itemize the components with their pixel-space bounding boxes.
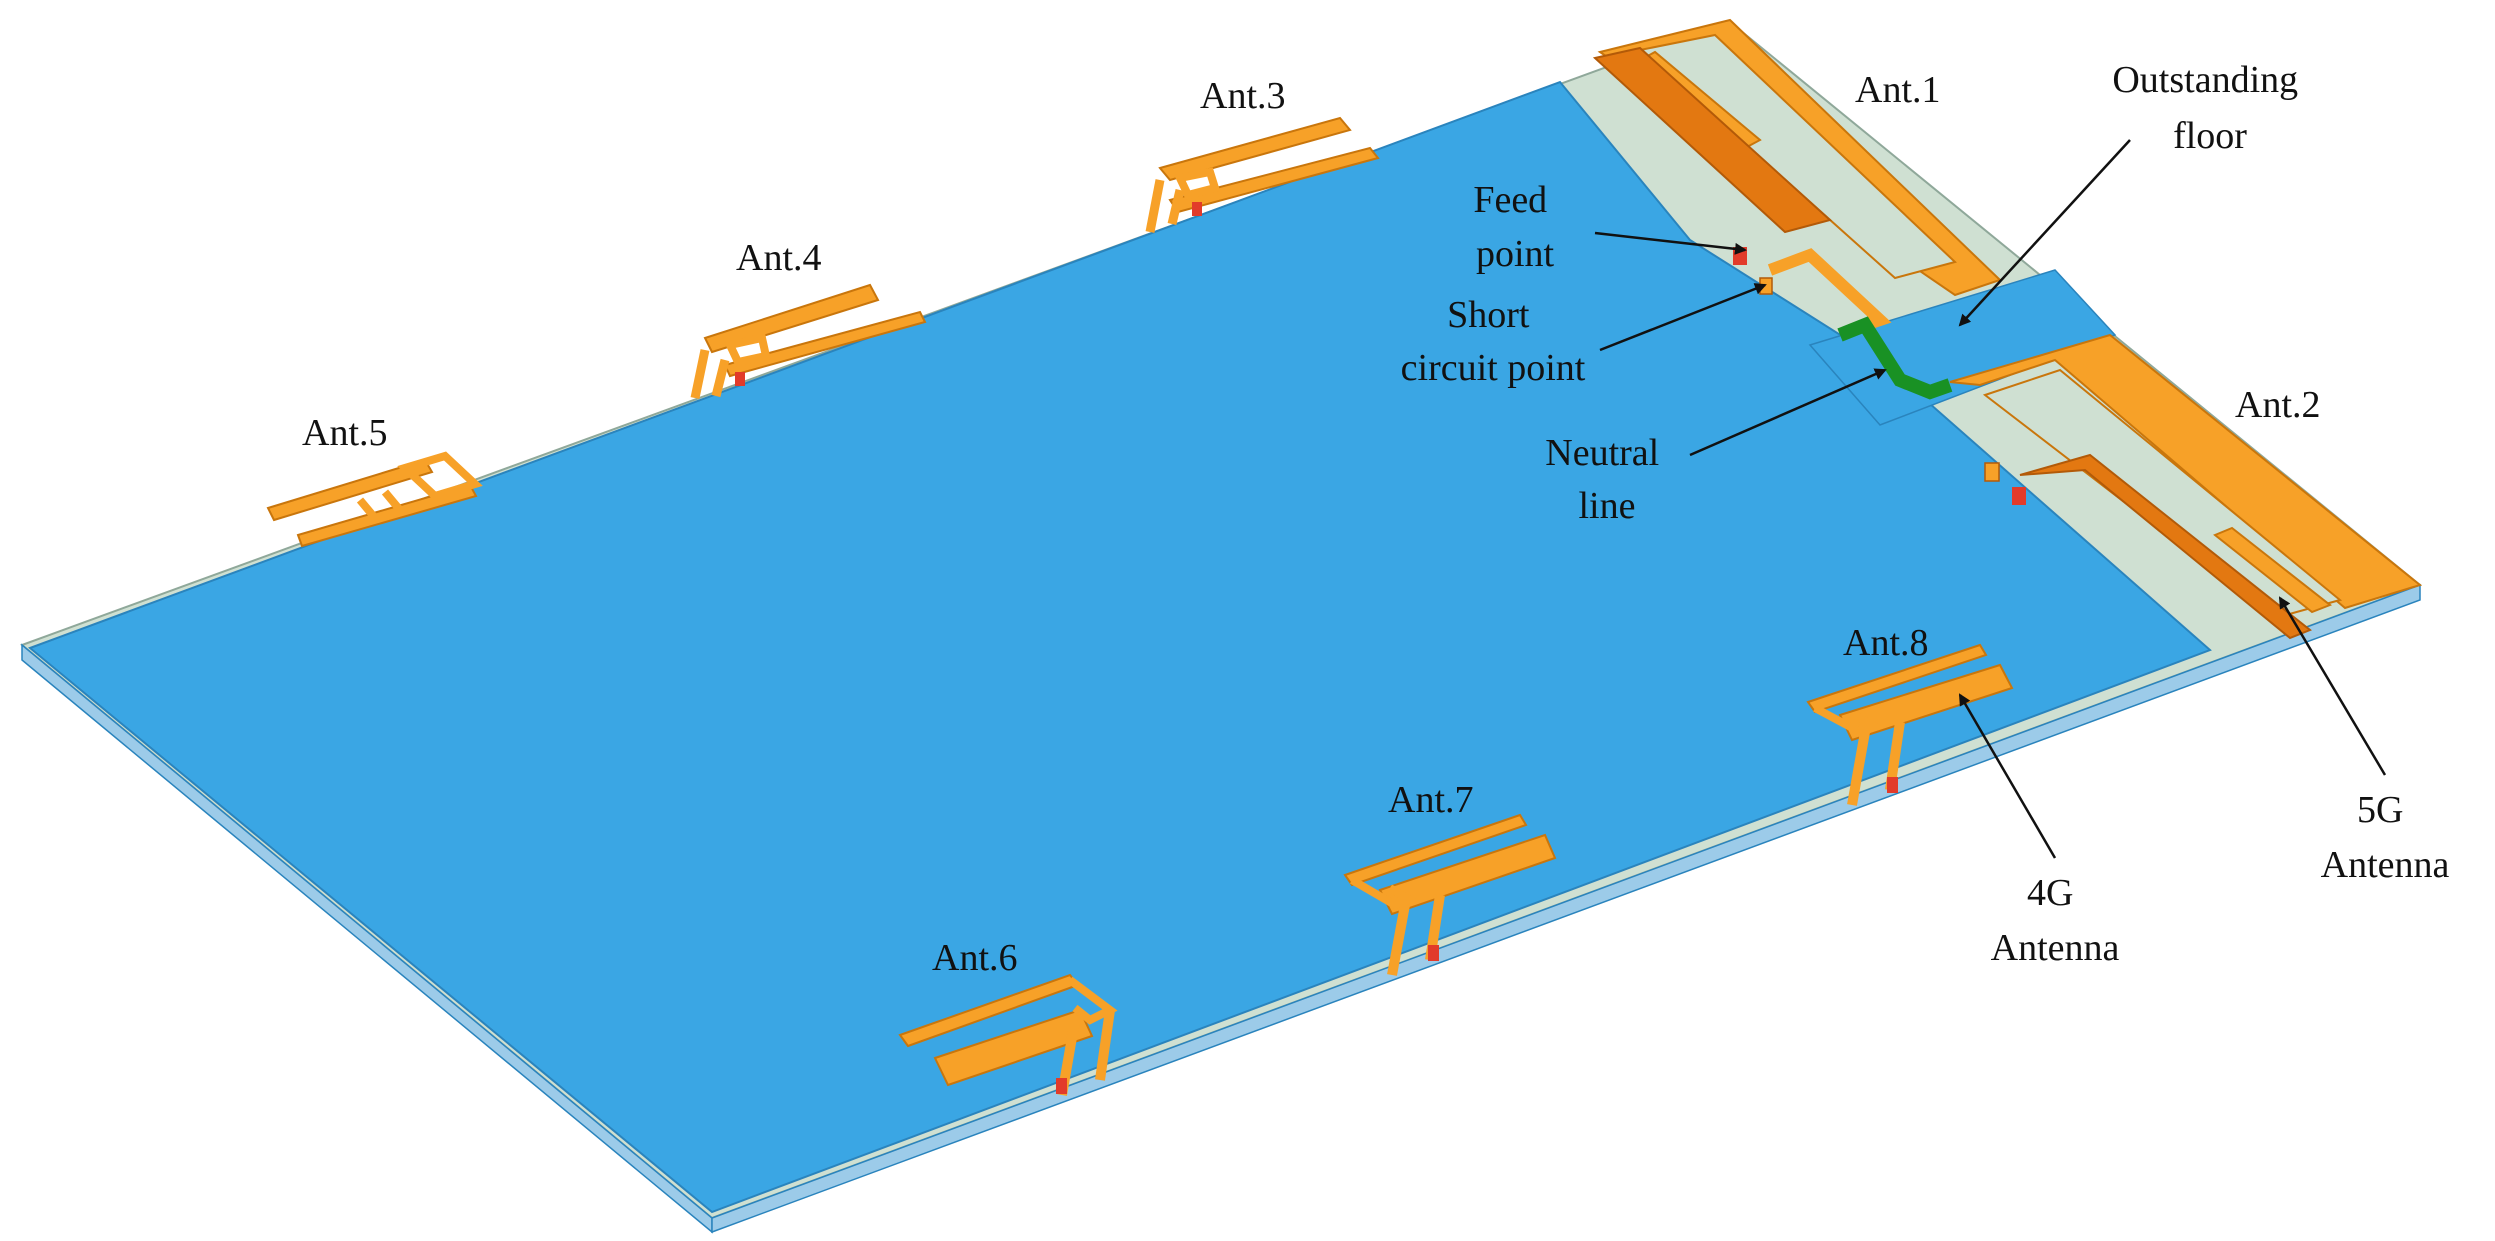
antenna-3 — [1145, 116, 1380, 233]
ant2-inner-arm — [2213, 526, 2332, 614]
ant8-patch — [1838, 663, 2014, 742]
outstanding-floor-region — [1808, 269, 2117, 426]
ant2-feed-point — [2012, 487, 2026, 505]
ant5-loop — [397, 451, 483, 501]
leader-outstanding-floor — [1958, 139, 2131, 327]
ant1-feed-strip — [1592, 46, 1833, 234]
ant7-loop — [1349, 876, 1420, 910]
ant4-feed-point — [735, 372, 745, 386]
ant7-leg-1 — [1387, 904, 1410, 976]
ant7-feed-point — [1428, 945, 1439, 961]
neutral-line — [1837, 316, 1953, 400]
ant4-lower-arm — [723, 310, 927, 378]
ant8-loop — [1813, 704, 1885, 737]
ant3-top-arm — [1158, 116, 1352, 182]
antenna-4 — [690, 283, 927, 399]
ant3-leg-2 — [1167, 188, 1185, 226]
ant4-top-arm — [703, 283, 880, 354]
leader-neutral-line — [1689, 368, 1887, 457]
leader-5g-antenna — [2278, 596, 2387, 776]
ant5-leg-2 — [381, 489, 404, 513]
ant6-feed-point — [1056, 1078, 1067, 1094]
antenna-8 — [1806, 643, 2014, 806]
ant8-leg-1 — [1847, 731, 1870, 806]
ant8-feed-point — [1887, 777, 1898, 793]
leader-4g-antenna — [1958, 693, 2057, 859]
ant3-leg-1 — [1145, 179, 1165, 233]
antenna-6 — [898, 973, 1118, 1096]
ant6-leg-2 — [1095, 1009, 1115, 1081]
ant4-leg-2 — [711, 358, 730, 398]
label-outstanding-floor: Outstanding floor — [2112, 59, 2307, 157]
ant3-feed-point — [1192, 202, 1202, 216]
antenna-2 — [1949, 333, 2423, 640]
label-5g-antenna: 5G Antenna — [2321, 789, 2450, 886]
ant5-leg-1 — [356, 497, 379, 521]
ant7-top-arm — [1343, 813, 1528, 887]
ant7-patch — [1378, 833, 1557, 916]
ant4-leg-1 — [690, 349, 710, 399]
label-ant7: Ant.7 — [1388, 779, 1474, 821]
label-ant1: Ant.1 — [1855, 69, 1941, 111]
antenna-1 — [1592, 18, 2002, 336]
antenna-7 — [1343, 813, 1557, 976]
ant2-outer-arm — [1949, 333, 2423, 610]
leader-feed-point — [1594, 231, 1747, 255]
ant8-top-arm — [1806, 643, 1988, 714]
ant5-lower-arm — [296, 483, 478, 548]
label-feed-point: Feed point — [1473, 179, 1556, 275]
antenna-5 — [266, 451, 483, 548]
leader-short-circuit — [1599, 283, 1767, 352]
label-ant6: Ant.6 — [932, 937, 1018, 979]
ant6-loop — [1067, 976, 1118, 1025]
label-ant2: Ant.2 — [2235, 384, 2321, 426]
label-ant3: Ant.3 — [1200, 75, 1286, 117]
label-ant8: Ant.8 — [1843, 622, 1929, 664]
ant3-loop — [1174, 167, 1221, 200]
label-4g-antenna: 4G Antenna — [1991, 872, 2120, 969]
ant6-patch — [933, 1008, 1094, 1087]
label-neutral-line: Neutral line — [1545, 432, 1668, 527]
label-short-circuit-point: Short circuit point — [1401, 294, 1586, 389]
label-ant5: Ant.5 — [302, 412, 388, 454]
ant2-short-point — [1984, 462, 2000, 482]
label-ant4: Ant.4 — [736, 237, 822, 279]
ant4-loop — [724, 333, 771, 367]
ant5-top-arm — [266, 458, 434, 522]
